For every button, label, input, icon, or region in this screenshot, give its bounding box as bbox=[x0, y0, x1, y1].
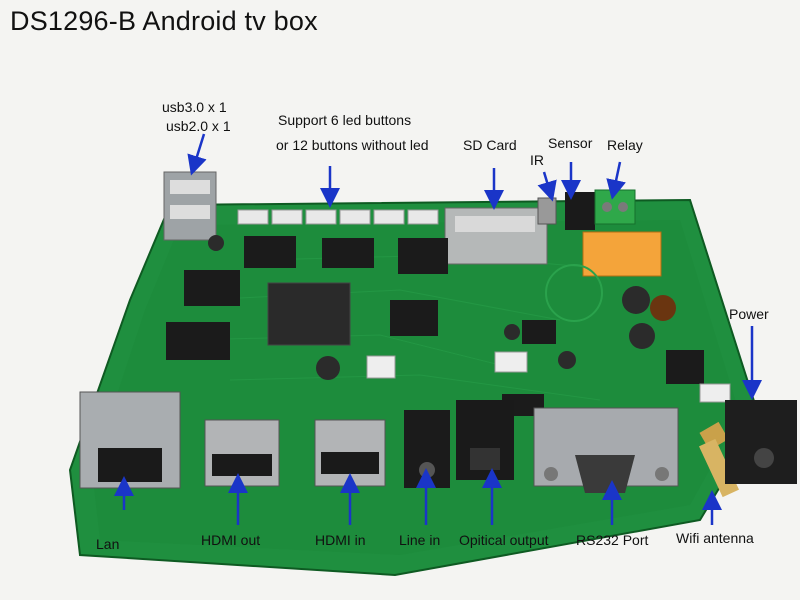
optical-label: Opitical output bbox=[459, 532, 549, 548]
ir-label: IR bbox=[530, 152, 544, 168]
annotation-arrows bbox=[114, 133, 762, 525]
rs232-label: RS232 Port bbox=[576, 532, 649, 548]
sdcard-label: SD Card bbox=[463, 137, 517, 153]
rs232-port bbox=[533, 407, 679, 493]
hdmi-in-label: HDMI in bbox=[315, 532, 366, 548]
hdmi-out-port bbox=[204, 419, 280, 487]
sensor-label: Sensor bbox=[548, 135, 593, 151]
soc-chip bbox=[267, 282, 351, 346]
wifi-label: Wifi antenna bbox=[676, 530, 754, 546]
buttons-label-1: Support 6 led buttons bbox=[278, 112, 412, 128]
power-jack bbox=[725, 400, 797, 484]
hdmi-in-port bbox=[314, 419, 386, 487]
lan-port bbox=[79, 391, 181, 489]
hdmi-out-label: HDMI out bbox=[201, 532, 261, 548]
sensor-jack bbox=[565, 192, 595, 230]
relay bbox=[582, 231, 662, 277]
usb-label-1: usb3.0 x 1 bbox=[162, 99, 227, 115]
usb-label-2: usb2.0 x 1 bbox=[166, 118, 231, 134]
page-title: DS1296-B Android tv box bbox=[10, 6, 318, 36]
lan-label: Lan bbox=[96, 536, 120, 552]
line-in-label: Line in bbox=[399, 532, 441, 548]
terminal-block bbox=[594, 189, 636, 225]
relay-label: Relay bbox=[607, 137, 643, 153]
buttons-label-2: or 12 buttons without led bbox=[276, 137, 429, 153]
usb-port bbox=[163, 171, 217, 241]
power-label: Power bbox=[729, 306, 769, 322]
